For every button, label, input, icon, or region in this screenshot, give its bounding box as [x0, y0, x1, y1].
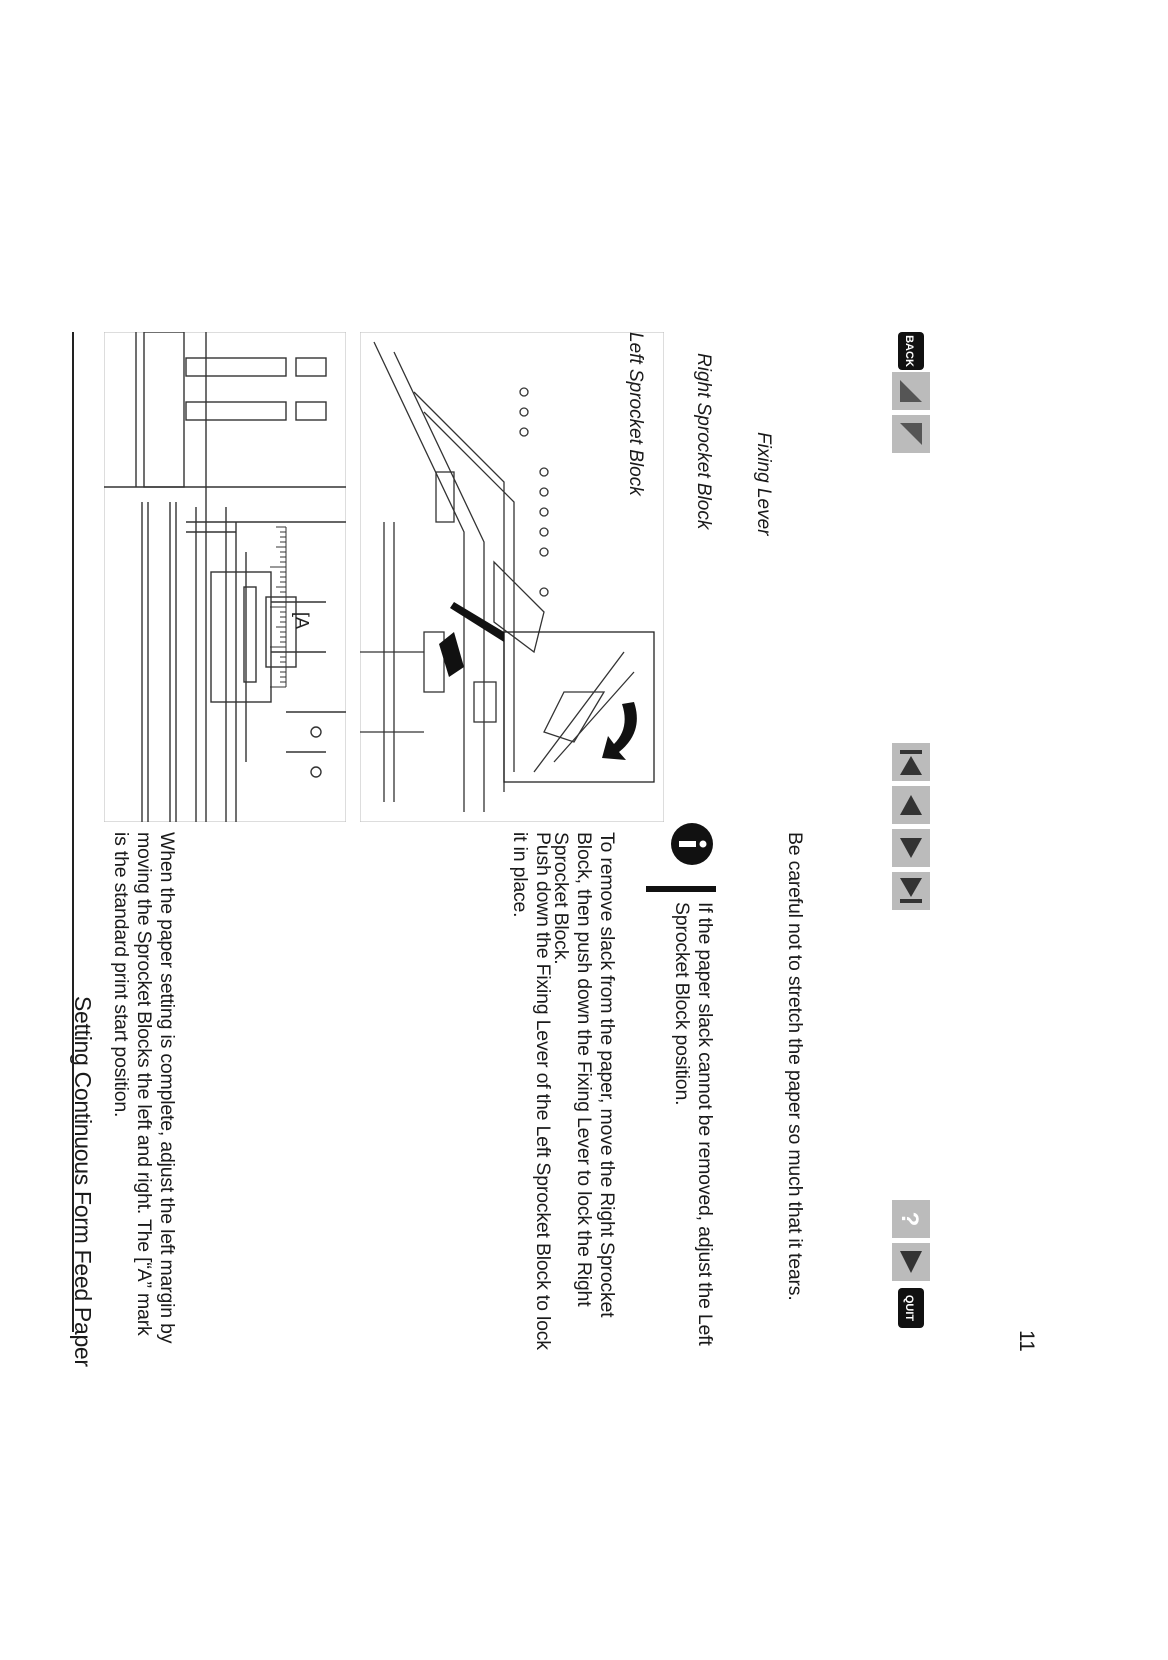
paragraph-adjust-margin: When the paper setting is complete, adju… — [110, 832, 178, 1344]
help-icon: ? — [896, 1212, 923, 1227]
prev-page-button[interactable] — [892, 786, 930, 826]
prev-page-icon — [900, 795, 922, 815]
down-button[interactable] — [892, 1243, 930, 1283]
note-bar — [646, 886, 716, 892]
title-rule — [72, 332, 74, 1332]
right-sprocket-callout: Right Sprocket Block — [693, 353, 714, 530]
back-icon — [900, 380, 922, 402]
sprocket-figure — [360, 332, 664, 822]
first-page-button[interactable] — [892, 743, 930, 783]
back-button[interactable]: BACK — [892, 332, 930, 412]
nav-bar: BACK ? — [890, 0, 930, 1660]
next-page-button[interactable] — [892, 415, 930, 455]
paragraph-remove-slack: To remove slack from the paper, move the… — [550, 832, 618, 1318]
last-page-icon — [900, 878, 922, 897]
help-button[interactable]: ? — [892, 1200, 930, 1240]
info-icon — [671, 823, 713, 865]
a-mark-label: [A — [292, 612, 312, 629]
first-page-icon — [900, 756, 922, 775]
page-number: 11 — [1015, 1330, 1038, 1352]
quit-label: QUIT — [903, 1295, 915, 1322]
forward-page-button[interactable] — [892, 829, 930, 869]
printer-scale-figure: [A — [104, 332, 346, 822]
note-text: If the paper slack cannot be removed, ad… — [671, 902, 716, 1346]
quit-button[interactable]: QUIT — [892, 1286, 930, 1330]
quit-icon — [898, 1288, 924, 1328]
paragraph-caution: Be careful not to stretch the paper so m… — [784, 832, 806, 1301]
back-label: BACK — [903, 335, 915, 367]
left-sprocket-callout: Left Sprocket Block — [625, 332, 646, 496]
fixing-lever-callout: Fixing Lever — [753, 432, 774, 536]
next-page-icon — [900, 423, 922, 445]
next-page-icon — [900, 838, 922, 858]
last-page-button[interactable] — [892, 872, 930, 912]
down-icon — [900, 1251, 922, 1273]
paragraph-lock-left: Push down the Fixing Lever of the Left S… — [509, 832, 554, 1350]
